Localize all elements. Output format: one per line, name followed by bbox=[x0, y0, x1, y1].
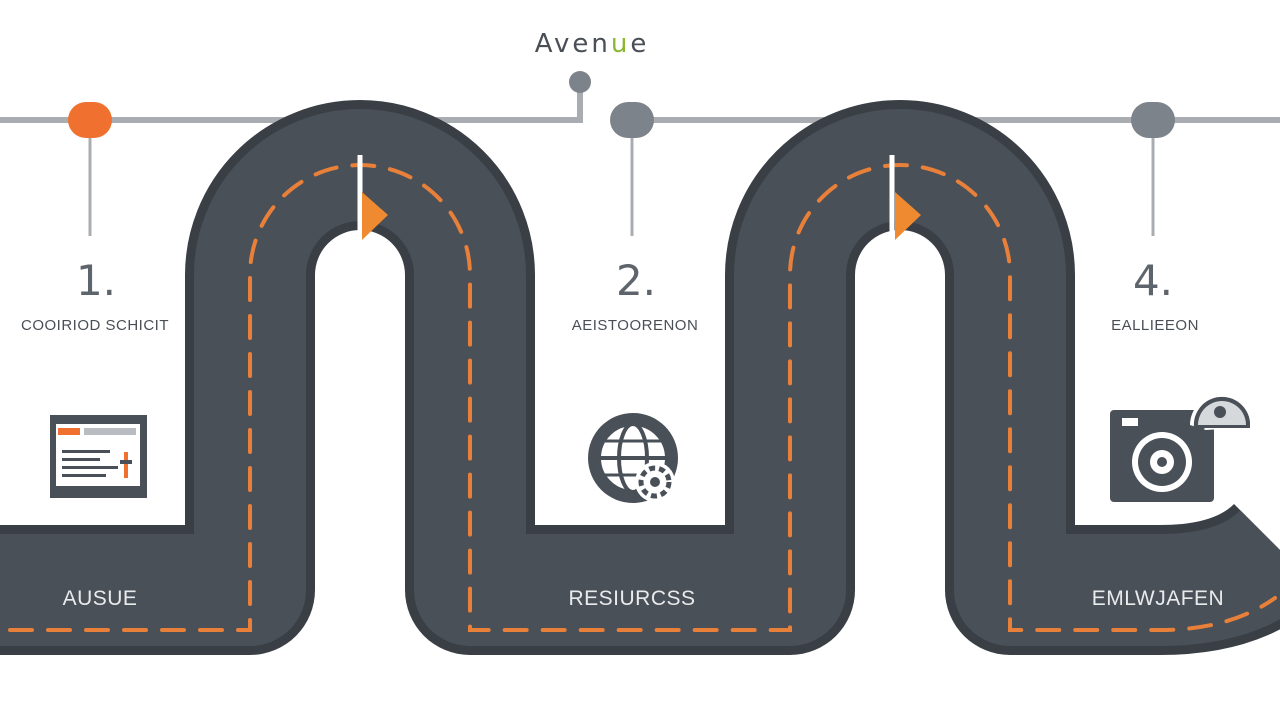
step-number-3: 4. bbox=[1133, 256, 1173, 305]
timeline bbox=[0, 71, 1280, 236]
step-label-1: COOIRIOD SCHICIT bbox=[21, 317, 169, 334]
direction-arrow-2 bbox=[895, 192, 921, 240]
timeline-line-left bbox=[0, 82, 583, 123]
step-label-2: AEISTOORENON bbox=[572, 317, 699, 334]
road-label-1: AUSUE bbox=[63, 587, 138, 610]
dashboard-window-icon bbox=[50, 415, 147, 498]
road-dash-outer bbox=[8, 163, 1277, 632]
direction-arrow-1 bbox=[362, 192, 388, 240]
step-label-3: EALLIEEON bbox=[1111, 317, 1199, 334]
timeline-title-node bbox=[569, 71, 591, 93]
milestone-marker-3 bbox=[1131, 102, 1175, 138]
milestone-marker-2 bbox=[610, 102, 654, 138]
road-edge bbox=[0, 100, 1280, 655]
globe-gear-icon bbox=[588, 413, 678, 503]
step-number-1: 1. bbox=[76, 256, 116, 305]
road-label-3: EMLWJAFEN bbox=[1092, 587, 1224, 610]
road bbox=[0, 100, 1280, 655]
milestone-marker-1 bbox=[68, 102, 112, 138]
road-label-2: RESIURCSS bbox=[568, 587, 695, 610]
diagram-title: Avenue bbox=[535, 29, 650, 59]
camera-chat-icon bbox=[1110, 395, 1250, 502]
step-number-2: 2. bbox=[616, 256, 656, 305]
